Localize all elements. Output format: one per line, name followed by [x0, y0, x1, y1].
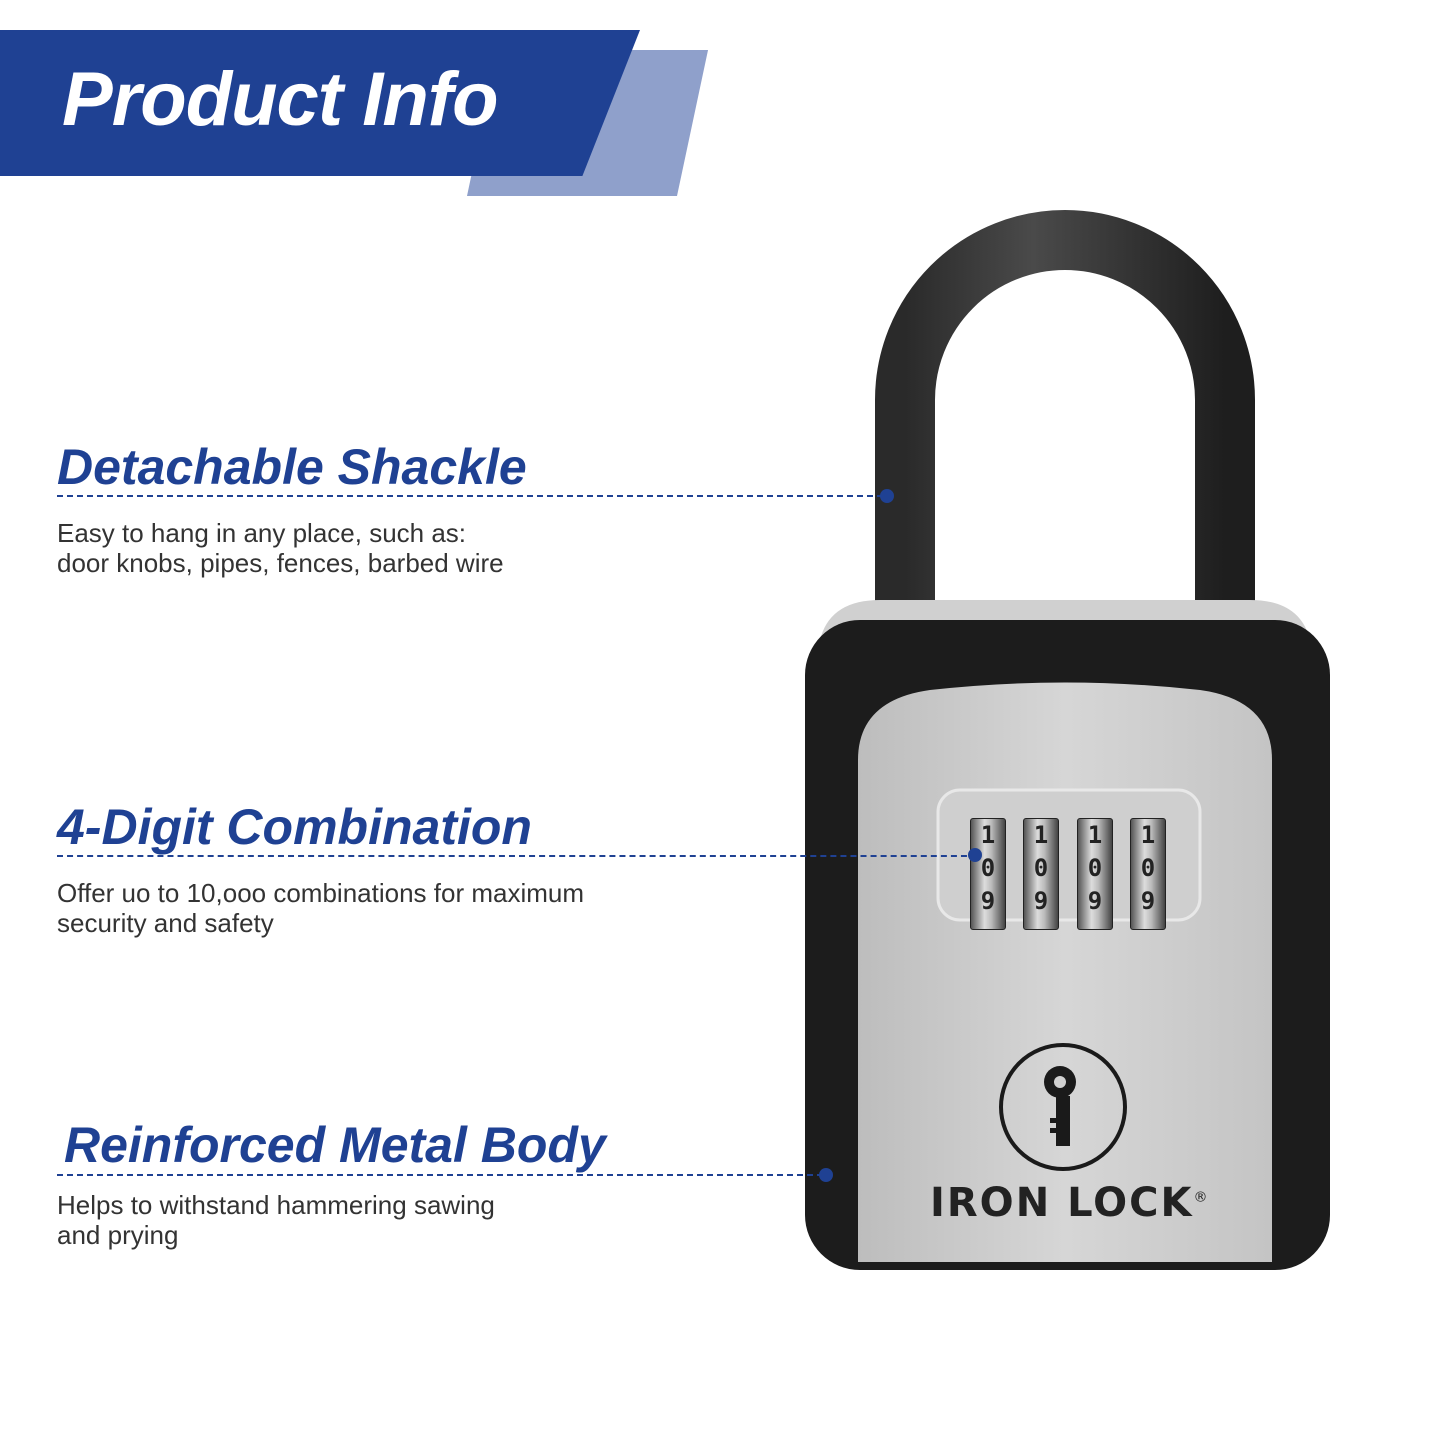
dial-2[interactable]: 1 0 9 — [1023, 818, 1059, 930]
feature-4-digit-combination: 4-Digit Combination Offer uo to 10,ooo c… — [57, 802, 584, 938]
callout-dot — [880, 489, 894, 503]
feature-title: Detachable Shackle — [57, 439, 527, 495]
callout-dot — [968, 848, 982, 862]
feature-3-description-block: Helps to withstand hammering sawing and … — [57, 1190, 495, 1250]
feature-reinforced-metal-body: Reinforced Metal Body — [64, 1120, 606, 1170]
title-banner — [0, 30, 640, 176]
feature-title: 4-Digit Combination — [57, 799, 532, 855]
dial-3[interactable]: 1 0 9 — [1077, 818, 1113, 930]
feature-description: Easy to hang in any place, such as: door… — [57, 518, 504, 578]
feature-description: Offer uo to 10,ooo combinations for maxi… — [57, 878, 584, 938]
callout-dot — [819, 1168, 833, 1182]
feature-detachable-shackle: Detachable Shackle Easy to hang in any p… — [57, 442, 527, 578]
feature-title: Reinforced Metal Body — [64, 1117, 606, 1173]
leader-line — [57, 1174, 823, 1176]
dial-1[interactable]: 1 0 9 — [970, 818, 1006, 930]
page-title: Product Info — [62, 57, 499, 142]
brand-logo: IRON LOCK® — [930, 1180, 1210, 1226]
leader-line — [57, 855, 977, 857]
feature-description: Helps to withstand hammering sawing and … — [57, 1190, 495, 1250]
leader-line — [57, 495, 883, 497]
dial-4[interactable]: 1 0 9 — [1130, 818, 1166, 930]
